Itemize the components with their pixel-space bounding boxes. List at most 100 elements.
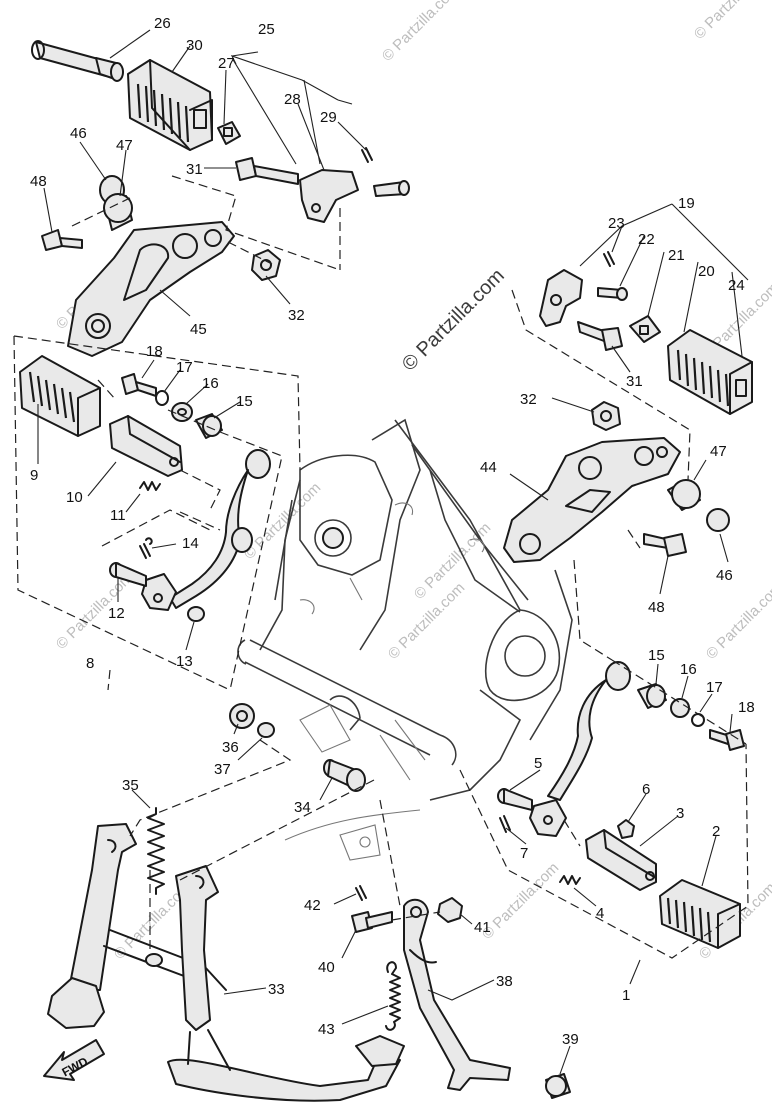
part-43-side-stand-spring [385,961,401,1031]
callout-37: 37 [214,761,231,778]
part-6-nut [617,819,635,839]
part-28-footrest-bracket [299,169,410,223]
callout-19: 19 [678,195,695,212]
callout-43: 43 [318,1021,335,1038]
callout-labels: 26 30 25 27 28 29 31 46 47 48 45 32 18 1… [30,15,755,1048]
frame-outline [237,418,573,861]
part-17-washer [155,390,169,406]
part-38-side-stand [403,898,511,1091]
part-45-footrest-plate [67,221,235,357]
callout-41: 41 [474,919,491,936]
callout-44: 44 [480,459,497,476]
fwd-arrow: FWD [43,1039,105,1081]
callout-35: 35 [122,777,139,794]
part-32-nut [591,401,621,431]
callout-1: 1 [622,987,630,1004]
part-48-bolt [41,229,83,251]
callout-30: 30 [186,37,203,54]
right-footrest-brake-assembly [497,661,745,949]
part-37-washer [257,722,275,738]
callout-38: 38 [496,973,513,990]
brake-pedal-arm [529,661,631,837]
watermark-tile: © Partzilla.com [241,479,324,562]
part-27-plate [217,121,241,145]
part-18-bolt [709,729,745,751]
callout-6: 6 [642,781,650,798]
part-7-cotter-pin [499,815,511,833]
assembly-group-lines [13,175,749,959]
callout-48a: 48 [30,173,47,190]
callout-46a: 46 [70,125,87,142]
callout-46b: 46 [716,567,733,584]
part-30-footrest-rubber [127,59,213,151]
part-9-footrest-rubber [19,355,101,437]
callout-14: 14 [182,535,199,552]
upper-left-rear-footrest [31,40,410,357]
part-40-pivot-bolt [351,911,393,933]
part-42-cotter-pin [355,885,367,901]
callout-28: 28 [284,91,301,108]
callout-11: 11 [110,507,126,524]
part-35-return-spring [147,807,165,895]
stand-assembly [47,703,571,1102]
part-33-main-stand [47,823,405,1102]
callout-47a: 47 [116,137,133,154]
part-16-washer [670,698,690,718]
callout-36: 36 [222,739,239,756]
callout-17a: 17 [176,359,193,376]
part-34-pivot-shaft [323,759,366,792]
left-footrest-assembly [19,355,271,622]
part-48-bolt [643,533,687,557]
part-17-washer [691,713,705,727]
callout-3: 3 [676,805,684,822]
callout-25: 25 [258,21,275,38]
callout-4: 4 [596,905,604,922]
callout-48b: 48 [648,599,665,616]
callout-45: 45 [190,321,207,338]
callout-32a: 32 [288,307,305,324]
callout-18b: 18 [738,699,755,716]
callout-5: 5 [534,755,542,772]
callout-20: 20 [698,263,715,280]
callout-21: 21 [668,247,685,264]
watermark-tile: © Partzilla.com [703,579,772,662]
callout-31a: 31 [186,161,203,178]
callout-12: 12 [108,605,125,622]
callout-47b: 47 [710,443,727,460]
watermark-main: © Partzilla.com [398,265,509,376]
callout-2: 2 [712,823,720,840]
part-2-footrest-rubber [659,879,741,949]
part-29-cotter-pin [361,147,373,163]
callout-31b: 31 [626,373,643,390]
callout-7: 7 [520,845,528,862]
part-47-damper [667,479,701,511]
part-23-cotter-pin [603,251,615,267]
right-rear-footrest-assembly [503,251,753,563]
part-14-cotter-pin [139,537,153,559]
part-18-bolt [121,373,157,397]
callout-27: 27 [218,55,235,72]
part-21-plate [629,315,661,343]
watermark-tile: © Partzilla.com [379,0,462,65]
part-5-pin [497,788,533,811]
callout-15a: 15 [236,393,253,410]
callout-16a: 16 [202,375,219,392]
part-22-pin [597,287,628,301]
part-10-footrest [109,415,183,477]
callout-42: 42 [304,897,321,914]
watermark-tile: © Partzilla.com [691,0,772,43]
callout-9: 9 [30,467,38,484]
part-15-collar [195,413,223,439]
part-12-pivot-pin [109,562,147,587]
part-46-bushing [706,508,730,532]
callout-17b: 17 [706,679,723,696]
callout-10: 10 [66,489,83,506]
part-31-bolt [577,321,623,351]
callout-8: 8 [86,655,94,672]
callout-18a: 18 [146,343,163,360]
part-32-nut [251,249,281,281]
callout-39: 39 [562,1031,579,1048]
part-41-nut [437,897,463,923]
part-4-spring [559,875,581,885]
